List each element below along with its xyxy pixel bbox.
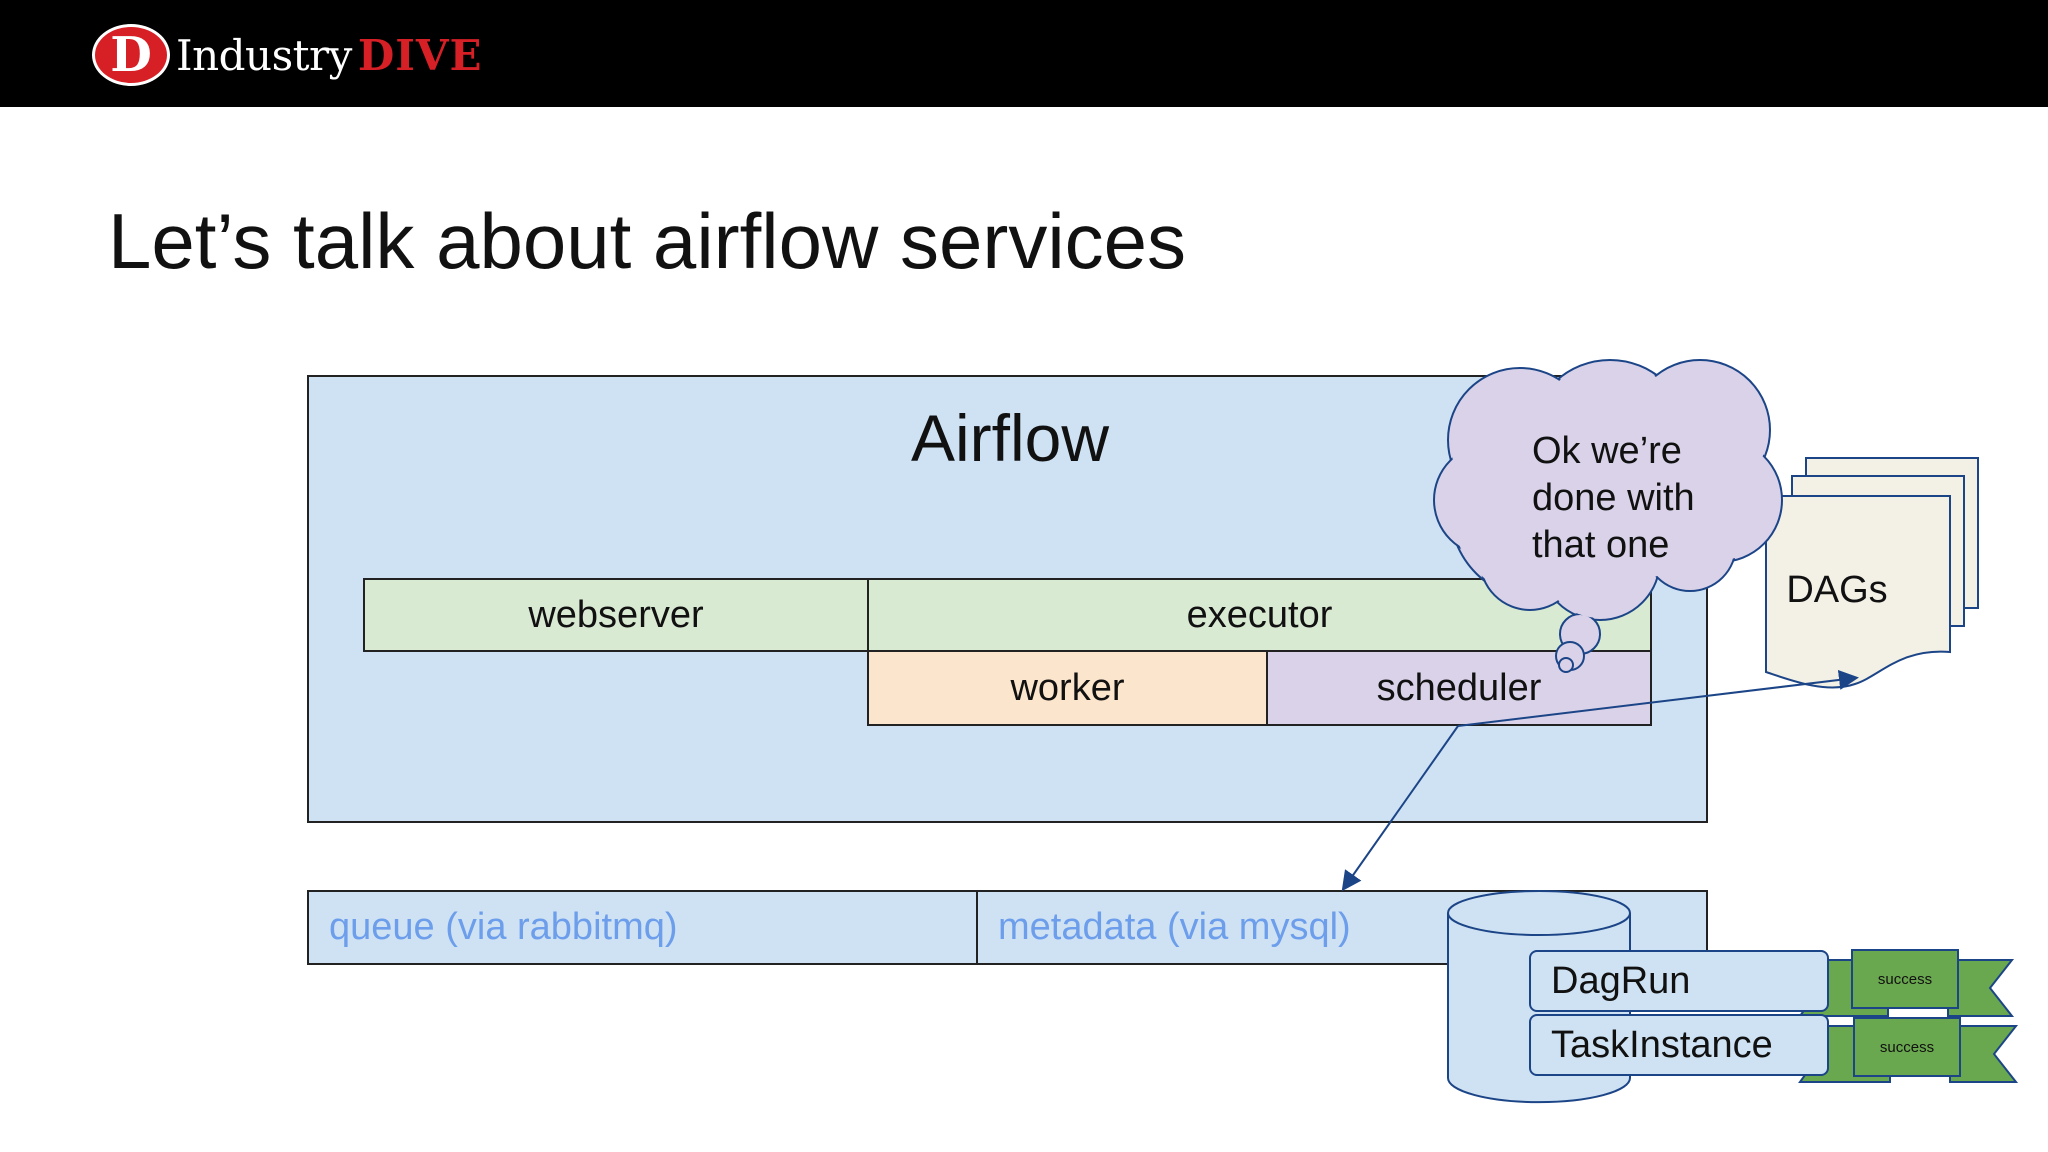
taskinstance-status-badge: success	[1879, 1038, 1935, 1056]
thought-line-2: done with	[1532, 477, 1695, 519]
thought-line-3: that one	[1532, 524, 1670, 566]
webserver-box: webserver	[363, 578, 869, 652]
thought-bubble-fill	[1436, 362, 1780, 618]
thought-bubble-text: Ok we’re done with that one	[1532, 428, 1695, 569]
taskinstance-success-ribbon	[1798, 1017, 2019, 1083]
dags-document-stack	[1765, 457, 1979, 689]
logo-word-dive: DIVE	[357, 30, 483, 80]
taskinstance-row: TaskInstance	[1529, 1014, 1829, 1076]
dags-label: DAGs	[1786, 568, 1888, 611]
airflow-label: Airflow	[910, 401, 1110, 475]
header-bar: D Industry DIVE	[0, 0, 2048, 107]
industry-dive-logo: D Industry DIVE	[92, 22, 482, 88]
logo-mark: D	[92, 24, 170, 86]
scheduler-box: scheduler	[1266, 650, 1652, 726]
logo-word-industry: Industry	[176, 30, 352, 80]
dagrun-status-badge: success	[1877, 970, 1933, 988]
scheduler-to-metadata-arrow	[1341, 725, 1459, 892]
scheduler-to-dags-arrow	[1457, 669, 1859, 727]
slide-title: Let’s talk about airflow services	[108, 197, 1187, 285]
thought-line-1: Ok we’re	[1532, 430, 1682, 472]
dagrun-row: DagRun	[1529, 950, 1829, 1012]
queue-box: queue (via rabbitmq)	[307, 890, 978, 965]
